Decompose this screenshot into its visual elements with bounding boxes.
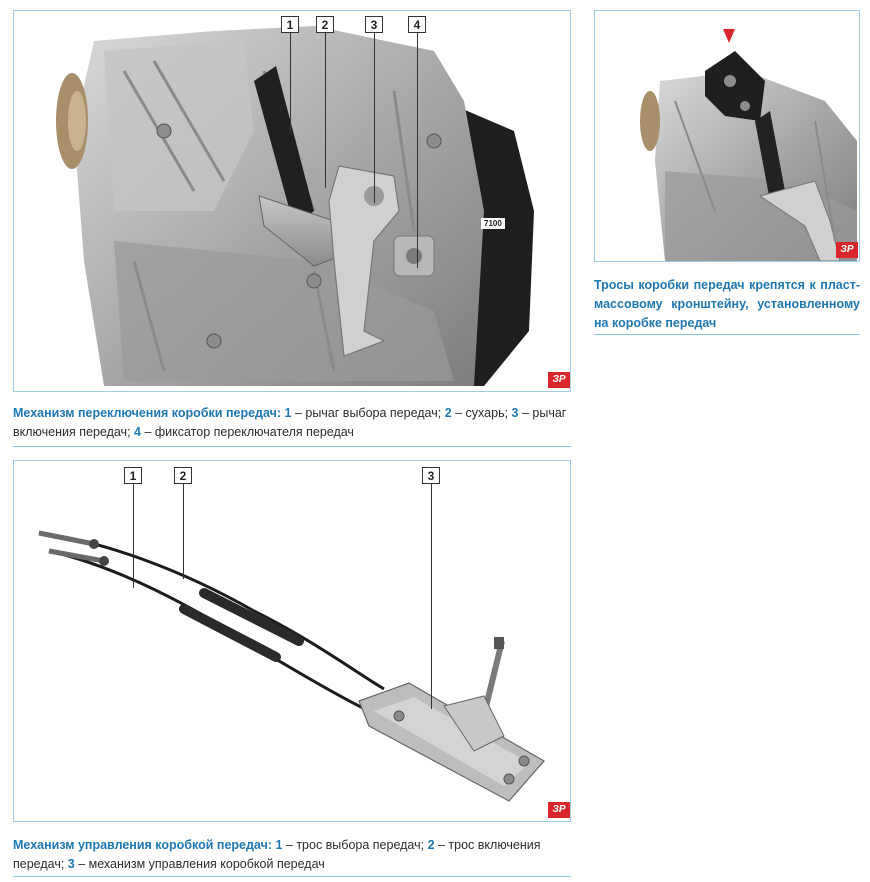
caption-num: 4 bbox=[134, 425, 141, 439]
bracket-photo bbox=[594, 10, 860, 262]
caption-num: 3 bbox=[67, 857, 75, 871]
leader-line bbox=[183, 484, 184, 579]
logo-badge: ЗР bbox=[836, 242, 858, 258]
caption-num: 1 bbox=[284, 406, 292, 420]
caption-text: – трос выбора передач; bbox=[282, 838, 428, 852]
caption-text: – трос включения передач; bbox=[13, 838, 541, 871]
caption-text: – сухарь; bbox=[451, 406, 512, 420]
cables-photo bbox=[13, 460, 571, 822]
caption-text: – рычаг выбора передач; bbox=[291, 406, 445, 420]
gearbox-illustration bbox=[14, 11, 570, 391]
divider bbox=[13, 446, 571, 447]
caption-text: – ры­чаг включения передач; bbox=[13, 406, 567, 439]
caption-num: 1 bbox=[275, 838, 283, 852]
logo-badge: ЗР bbox=[548, 372, 570, 388]
leader-line bbox=[431, 484, 432, 709]
caption-top: Механизм переключения коробки передач: 1… bbox=[13, 404, 571, 442]
leader-line bbox=[290, 33, 291, 133]
callout-4: 4 bbox=[408, 16, 426, 33]
divider bbox=[13, 876, 571, 877]
caption-lead: Механизм управления коробкой передач: bbox=[13, 838, 272, 852]
leader-line bbox=[417, 33, 418, 268]
divider bbox=[594, 334, 860, 335]
leader-line bbox=[325, 33, 326, 188]
callout-3: 3 bbox=[365, 16, 383, 33]
caption-text: – фиксатор переключателя передач bbox=[140, 425, 354, 439]
gearbox-photo bbox=[13, 10, 571, 392]
callout-2: 2 bbox=[316, 16, 334, 33]
leader-line bbox=[374, 33, 375, 203]
callout-1: 1 bbox=[124, 467, 142, 484]
caption-num: 2 bbox=[427, 838, 435, 852]
bracket-illustration bbox=[595, 11, 859, 261]
caption-num: 2 bbox=[444, 406, 452, 420]
callout-3: 3 bbox=[422, 467, 440, 484]
caption-num: 3 bbox=[511, 406, 519, 420]
leader-line bbox=[133, 484, 134, 588]
caption-lead: Механизм переключения коробки передач: bbox=[13, 406, 282, 420]
logo-badge: ЗР bbox=[548, 802, 570, 818]
callout-1: 1 bbox=[281, 16, 299, 33]
part-number-label: 7100 bbox=[481, 218, 505, 229]
caption-bottom: Механизм управления коробкой передач: 1 … bbox=[13, 836, 571, 874]
caption-text: – механизм управления коробкой передач bbox=[74, 857, 325, 871]
caption-right: Тросы коробки передач крепятся к пласт­м… bbox=[594, 278, 860, 330]
cables-illustration bbox=[14, 461, 570, 821]
callout-2: 2 bbox=[174, 467, 192, 484]
